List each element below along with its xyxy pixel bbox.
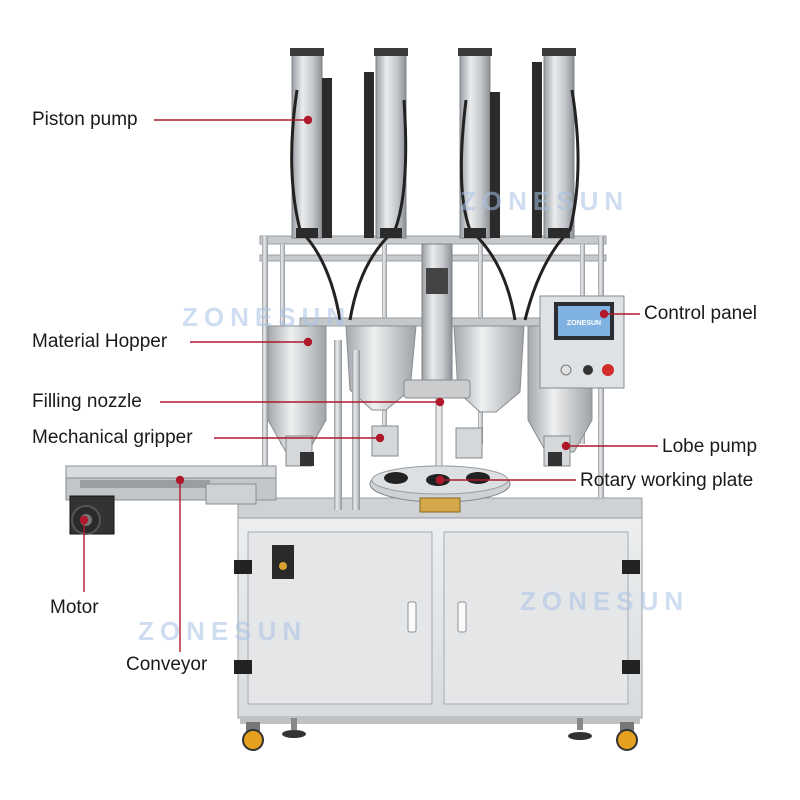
leader-dot-material-hopper <box>303 337 313 347</box>
leader-dot-mechanical-gripper <box>375 433 385 443</box>
label-control-panel: Control panel <box>644 303 758 324</box>
watermark-text: ZONESUN <box>138 616 307 646</box>
leader-dot-piston-pump <box>303 115 313 125</box>
leader-dot-rotary-working-plate <box>435 475 445 485</box>
motor <box>69 495 115 535</box>
label-filling-nozzle: Filling nozzle <box>32 391 142 412</box>
leader-dot-control-panel <box>599 309 609 319</box>
leader-dot-motor <box>79 515 89 525</box>
lobe-pumps <box>285 425 571 467</box>
watermark-text: ZONESUN <box>182 302 351 332</box>
watermark-text: ZONESUN <box>460 186 629 216</box>
casters <box>240 716 640 751</box>
leader-dot-filling-nozzle <box>435 397 445 407</box>
label-lobe-pump: Lobe pump <box>662 436 758 457</box>
label-motor: Motor <box>50 597 99 618</box>
leader-lines <box>79 115 658 652</box>
label-rotary-working-plate: Rotary working plate <box>580 470 754 491</box>
leader-dot-conveyor <box>175 475 185 485</box>
rotary-plate <box>369 465 511 513</box>
conveyor-belt <box>65 465 277 505</box>
watermarks: ZONESUN ZONESUN ZONESUN ZONESUN <box>138 186 689 646</box>
label-mechanical-gripper: Mechanical gripper <box>32 427 193 448</box>
leader-dot-lobe-pump <box>561 441 571 451</box>
label-material-hopper: Material Hopper <box>32 331 168 352</box>
control-panel-screen-text: ZONESUN <box>567 320 601 327</box>
control-panel: ZONESUN <box>539 295 625 389</box>
label-piston-pump: Piston pump <box>32 109 138 130</box>
cabinet-base <box>234 497 643 719</box>
label-conveyor: Conveyor <box>126 654 208 675</box>
piston-pump-cylinders <box>290 48 580 321</box>
watermark-text: ZONESUN <box>520 586 689 616</box>
